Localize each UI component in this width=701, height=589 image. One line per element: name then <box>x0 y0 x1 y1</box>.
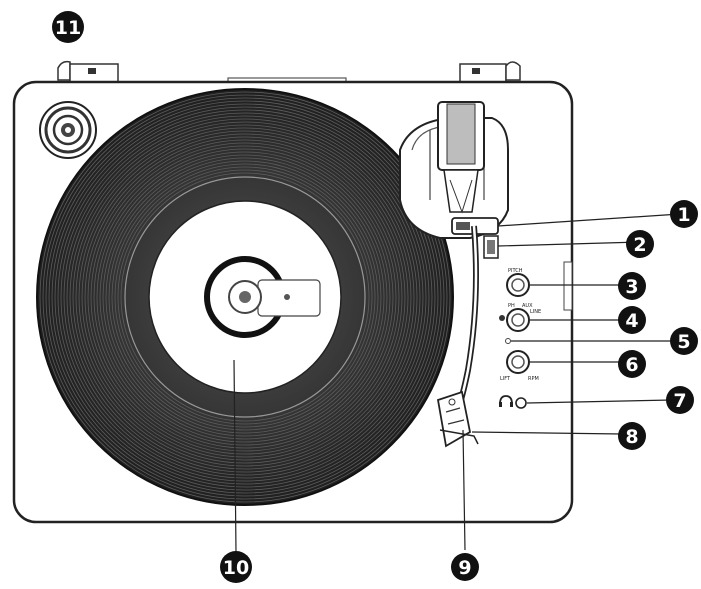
callout-number: 10 <box>223 557 249 579</box>
callout-number: 8 <box>625 426 638 448</box>
headphone-icon <box>499 395 513 405</box>
callout-3: 3 <box>618 272 646 300</box>
power-indicator <box>505 338 511 344</box>
callout-10: 10 <box>220 551 252 583</box>
callout-11: 11 <box>52 11 84 43</box>
input-label-ph: PH <box>508 303 515 309</box>
rear-hinge-right <box>459 61 521 83</box>
callout-markers: 1 2 3 4 5 6 7 8 9 10 11 <box>52 11 698 583</box>
callout-number: 5 <box>677 331 690 353</box>
tonearm-assembly <box>399 101 509 448</box>
input-label-aux: AUX <box>522 303 533 309</box>
callout-number: 6 <box>625 354 638 376</box>
rpm-label: RPM <box>528 376 539 382</box>
pitch-label: PITCH <box>508 268 523 274</box>
callout-4: 4 <box>618 306 646 334</box>
callout-8: 8 <box>618 422 646 450</box>
lift-label: LIFT <box>500 376 511 382</box>
callout-number: 7 <box>673 390 686 412</box>
callout-9: 9 <box>451 553 479 581</box>
callout-number: 11 <box>55 17 81 39</box>
spindle <box>239 291 251 303</box>
platter <box>36 88 454 506</box>
callout-number: 2 <box>633 234 646 256</box>
input-label-line: LINE <box>530 309 541 315</box>
callout-number: 9 <box>458 557 471 579</box>
callout-number: 1 <box>677 204 690 226</box>
callout-number: 3 <box>625 276 638 298</box>
leader-lines <box>233 213 681 553</box>
callout-1: 1 <box>670 200 698 228</box>
callout-2: 2 <box>626 230 654 258</box>
callout-7: 7 <box>666 386 694 414</box>
control-panel: PITCH PH AUX LINE LIFT RPM <box>499 261 573 409</box>
rear-hinge-left <box>57 60 119 83</box>
headphone-jack <box>515 397 527 409</box>
callout-6: 6 <box>618 350 646 378</box>
adapter-holder <box>39 101 97 159</box>
callout-number: 4 <box>625 310 638 332</box>
callout-5: 5 <box>670 327 698 355</box>
